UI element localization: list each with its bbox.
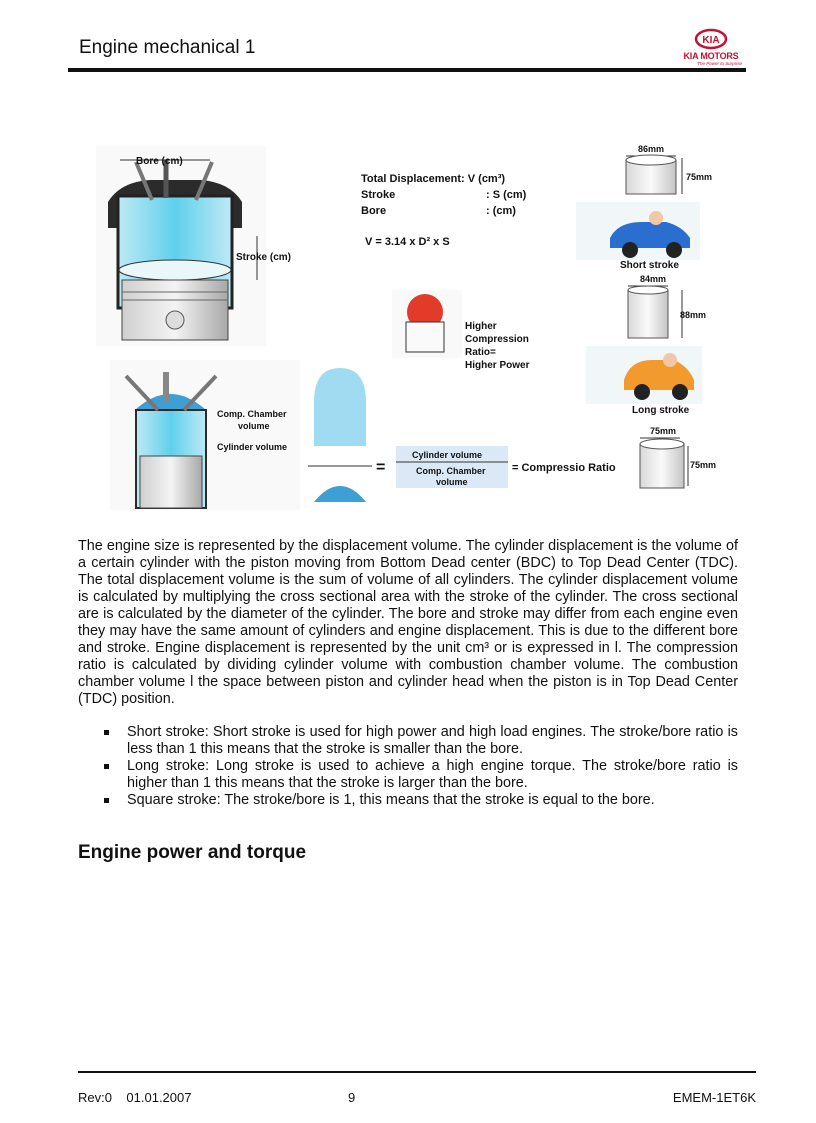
logo-name: KIA MOTORS (683, 51, 739, 61)
bullet-icon (104, 730, 109, 735)
compression-ratio-label: = Compressio Ratio (512, 462, 616, 474)
bore-stroke-diagram: Bore (cm) Stroke (cm) (96, 146, 291, 346)
bore-def-value: : (cm) (486, 205, 516, 217)
section-heading: Engine power and torque (78, 842, 307, 863)
fraction-bottom-1: Comp. Chamber (416, 466, 486, 476)
engine-displacement-figure: Bore (cm) Stroke (cm) Total Displacement… (96, 144, 716, 510)
bullet-text: Short stroke: Short stroke is used for h… (127, 724, 738, 757)
displacement-definitions: Total Displacement: V (cm³) Stroke : S (… (361, 173, 527, 248)
compression-text-2: Compression (465, 334, 529, 345)
equals-sign: = (376, 459, 385, 476)
list-item: Short stroke: Short stroke is used for h… (78, 724, 738, 758)
footer-revision: Rev:0 01.01.2007 (78, 1090, 192, 1105)
long-stroke-panel: 84mm 88mm Long stroke (586, 274, 706, 416)
bullet-text: Long stroke: Long stroke is used to achi… (127, 758, 738, 791)
bullet-text: Square stroke: The stroke/bore is 1, thi… (127, 792, 655, 808)
total-displacement-text: Total Displacement: V (cm³) (361, 173, 505, 185)
page-number: 9 (348, 1090, 356, 1105)
short-stroke-panel: 86mm 75mm Short stroke (576, 144, 712, 271)
kia-oval-icon: KIA (694, 28, 728, 50)
stroke-def-value: : S (cm) (486, 189, 527, 201)
comp-chamber-label-2: volume (238, 421, 270, 431)
square-stroke-panel: 75mm 75mm (639, 426, 716, 489)
bore-label: Bore (cm) (136, 156, 183, 167)
cylinder-volume-label: Cylinder volume (217, 442, 287, 452)
list-item: Square stroke: The stroke/bore is 1, thi… (78, 792, 738, 809)
fraction-top: Cylinder volume (412, 450, 482, 460)
compression-text-4: Higher Power (465, 360, 530, 371)
compression-chamber-diagram: Comp. Chamber volume Cylinder volume (110, 360, 300, 510)
logo-badge-text: KIA (702, 35, 719, 46)
compression-text-3: Ratio= (465, 347, 496, 358)
displacement-formula: V = 3.14 x D² x S (365, 236, 450, 248)
short-dim-h: 75mm (686, 172, 712, 182)
stroke-def-label: Stroke (361, 189, 395, 201)
header-divider (68, 68, 746, 72)
long-stroke-label: Long stroke (632, 405, 690, 416)
body-paragraph: The engine size is represented by the di… (78, 538, 738, 707)
long-dim-w: 84mm (640, 274, 666, 284)
bore-def-label: Bore (361, 205, 386, 217)
fraction-bottom-2: volume (436, 477, 468, 487)
bullet-icon (104, 764, 109, 769)
long-dim-h: 88mm (680, 310, 706, 320)
document-code: EMEM-1ET6K (672, 1090, 756, 1105)
short-dim-w: 86mm (638, 144, 664, 154)
list-item: Long stroke: Long stroke is used to achi… (78, 758, 738, 792)
bullet-icon (104, 798, 109, 803)
logo-tagline: The Power to Surprise (697, 61, 742, 66)
short-stroke-label: Short stroke (620, 260, 679, 271)
stroke-type-list: Short stroke: Short stroke is used for h… (78, 724, 738, 809)
square-dim-h: 75mm (690, 460, 716, 470)
page-header-title: Engine mechanical 1 (79, 37, 256, 58)
kia-logo: KIA KIA MOTORS The Power to Surprise (680, 26, 744, 66)
compression-mascot: Higher Compression Ratio= Higher Power (392, 290, 530, 371)
compression-text-1: Higher (465, 321, 497, 332)
compression-ratio-fraction: = Cylinder volume Comp. Chamber volume =… (308, 368, 616, 502)
square-dim-w: 75mm (650, 426, 676, 436)
stroke-label: Stroke (cm) (236, 252, 291, 263)
footer-divider (78, 1071, 756, 1073)
comp-chamber-label-1: Comp. Chamber (217, 409, 287, 419)
